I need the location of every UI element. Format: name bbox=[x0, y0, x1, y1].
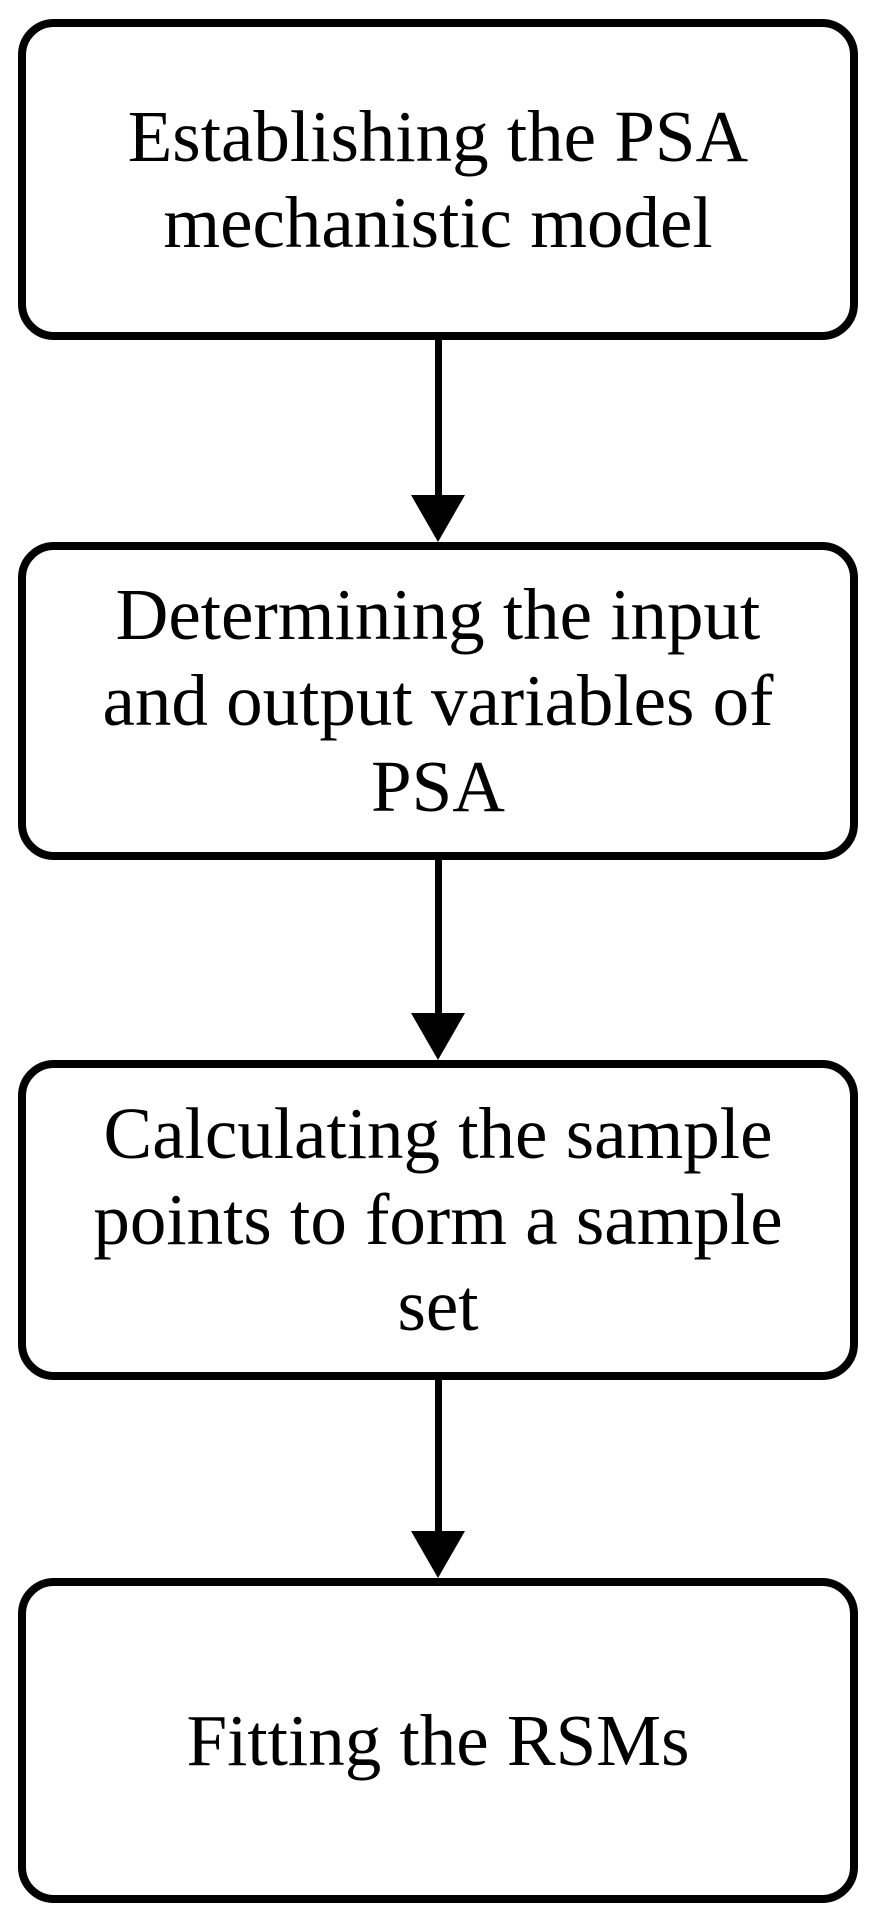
node-text-line: Calculating the sample bbox=[103, 1093, 773, 1174]
flowchart-node-fitting-rsms: Fitting the RSMs bbox=[18, 1578, 858, 1903]
connector-node3-to-node4 bbox=[0, 1380, 876, 1578]
connector-node1-to-node2 bbox=[0, 340, 876, 542]
node-text-line: set bbox=[397, 1265, 479, 1346]
flowchart-node-establishing-psa-model: Establishing the PSA mechanistic model bbox=[18, 19, 858, 340]
node-text-line: Determining the input bbox=[115, 574, 761, 655]
arrow-shaft bbox=[434, 340, 442, 495]
node-text-line: mechanistic model bbox=[163, 181, 713, 263]
node-text-line: Fitting the RSMs bbox=[186, 1699, 690, 1781]
flowchart-node-determining-variables: Determining the input and output variabl… bbox=[18, 542, 858, 860]
node-text-line: points to form a sample bbox=[93, 1179, 783, 1260]
arrow-head-down-icon bbox=[411, 1531, 465, 1578]
arrow-head-down-icon bbox=[411, 495, 465, 542]
arrow-shaft bbox=[434, 860, 442, 1013]
arrow-head-down-icon bbox=[411, 1013, 465, 1060]
node-text-line: Establishing the PSA bbox=[127, 95, 749, 177]
connector-node2-to-node3 bbox=[0, 860, 876, 1060]
node-text-line: PSA bbox=[371, 746, 505, 827]
flowchart-node-calculating-sample-points: Calculating the sample points to form a … bbox=[18, 1060, 858, 1380]
arrow-shaft bbox=[434, 1380, 442, 1531]
node-text-line: and output variables of bbox=[102, 660, 774, 741]
